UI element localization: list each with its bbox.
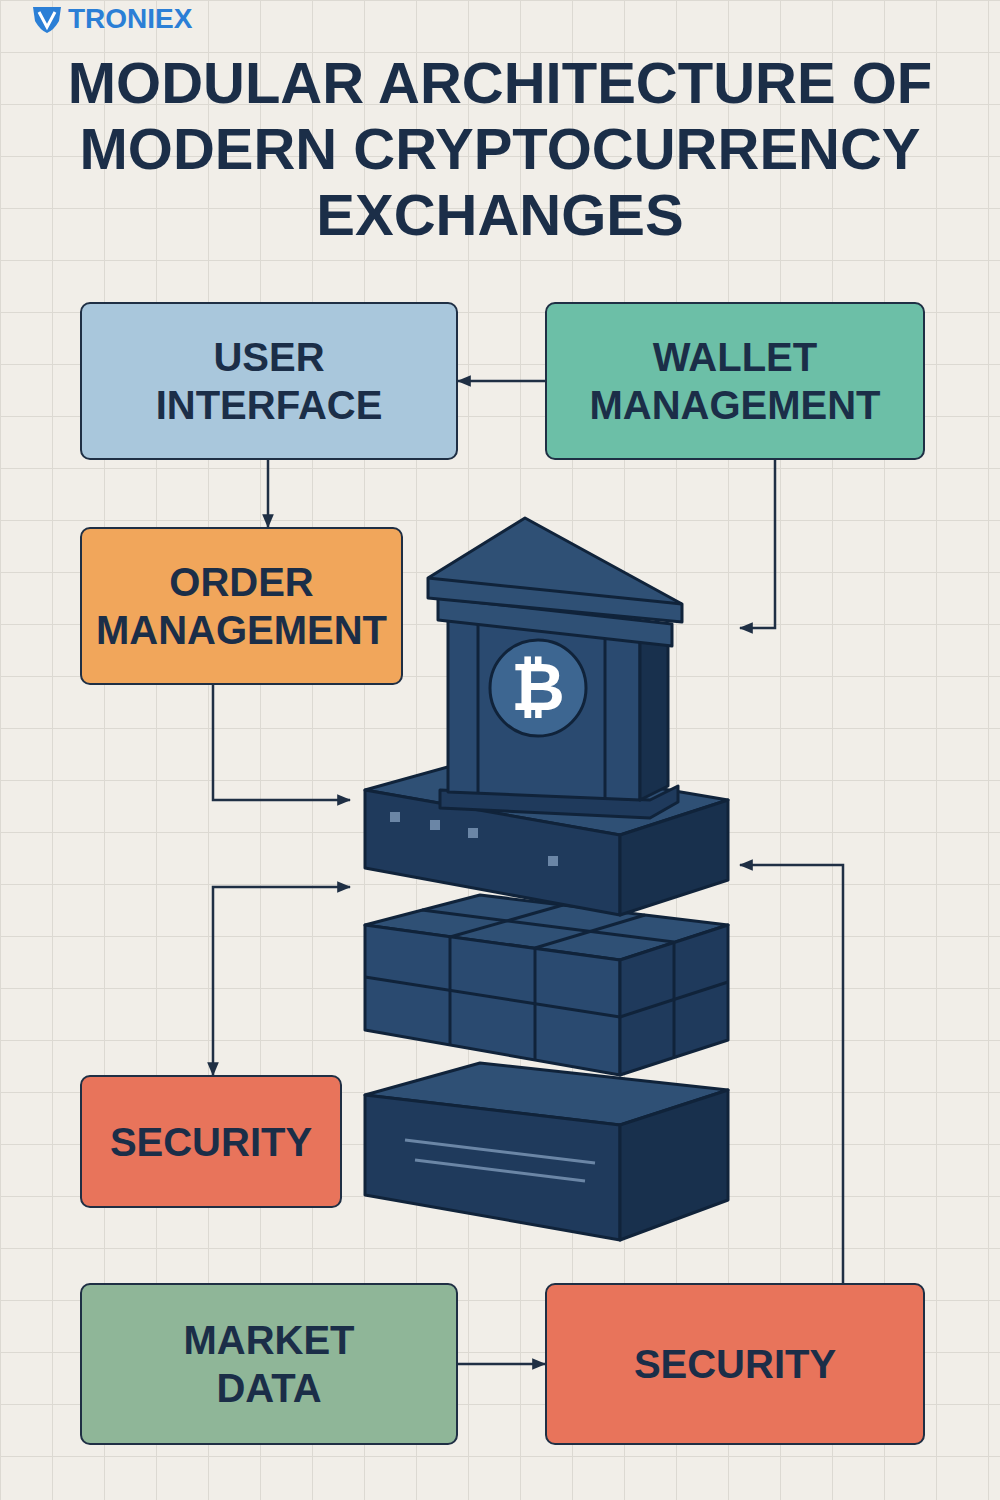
node-label: SECURITY — [634, 1340, 836, 1388]
process-box: MARKET DATA — [80, 1283, 458, 1445]
grid-side — [620, 925, 728, 1075]
node-label: SECURITY — [110, 1118, 312, 1166]
roof-edge — [428, 578, 682, 604]
flow-arrow — [458, 380, 545, 383]
bank-roof — [428, 518, 682, 622]
process-box: USER INTERFACE — [80, 302, 458, 460]
grid-line — [620, 982, 728, 1017]
server-light — [468, 828, 478, 838]
logo-shield — [0, 0, 70, 40]
server-light — [430, 820, 440, 830]
process-box: SECURITY — [545, 1283, 925, 1445]
process-box: WALLET MANAGEMENT — [545, 302, 925, 460]
slab-front — [365, 1095, 620, 1240]
node-label: WALLET MANAGEMENT — [555, 333, 915, 429]
exchange-core: ₿ — [350, 515, 740, 1245]
slab-line — [415, 1160, 585, 1181]
grid-line — [422, 910, 674, 942]
node-label: ORDER MANAGEMENT — [84, 558, 400, 654]
bank-column — [477, 618, 480, 793]
bank-column — [604, 635, 607, 798]
flow-arrow — [740, 460, 775, 628]
process-box: SECURITY — [80, 1075, 342, 1208]
grid-line — [535, 915, 645, 948]
bank-side — [640, 624, 668, 800]
slab-line — [405, 1140, 595, 1163]
flow-arrow — [213, 685, 350, 800]
node-label: MARKET DATA — [159, 1316, 379, 1412]
diagram-title: MODULAR ARCHITECTURE OF MODERN CRYPTOCUR… — [40, 50, 960, 248]
grid-line — [450, 905, 563, 937]
server-light — [548, 856, 558, 866]
flow-arrow — [267, 460, 270, 527]
grid-line — [365, 977, 620, 1017]
process-box: ORDER MANAGEMENT — [80, 527, 403, 685]
flow-arrow — [458, 1363, 545, 1366]
flow-arrow — [213, 887, 350, 1075]
brand-name: TRONIEX — [68, 3, 192, 35]
flow-arrow — [740, 865, 843, 1283]
coin-circle — [490, 640, 586, 736]
shield-shape — [33, 7, 61, 33]
slab-side — [620, 1090, 728, 1240]
exchange-illustration — [350, 515, 740, 1245]
server-light — [390, 812, 400, 822]
coin-symbol: ₿ — [493, 643, 583, 733]
grid-front — [365, 925, 620, 1075]
shield-mark — [39, 12, 55, 27]
node-label: USER INTERFACE — [139, 333, 399, 429]
